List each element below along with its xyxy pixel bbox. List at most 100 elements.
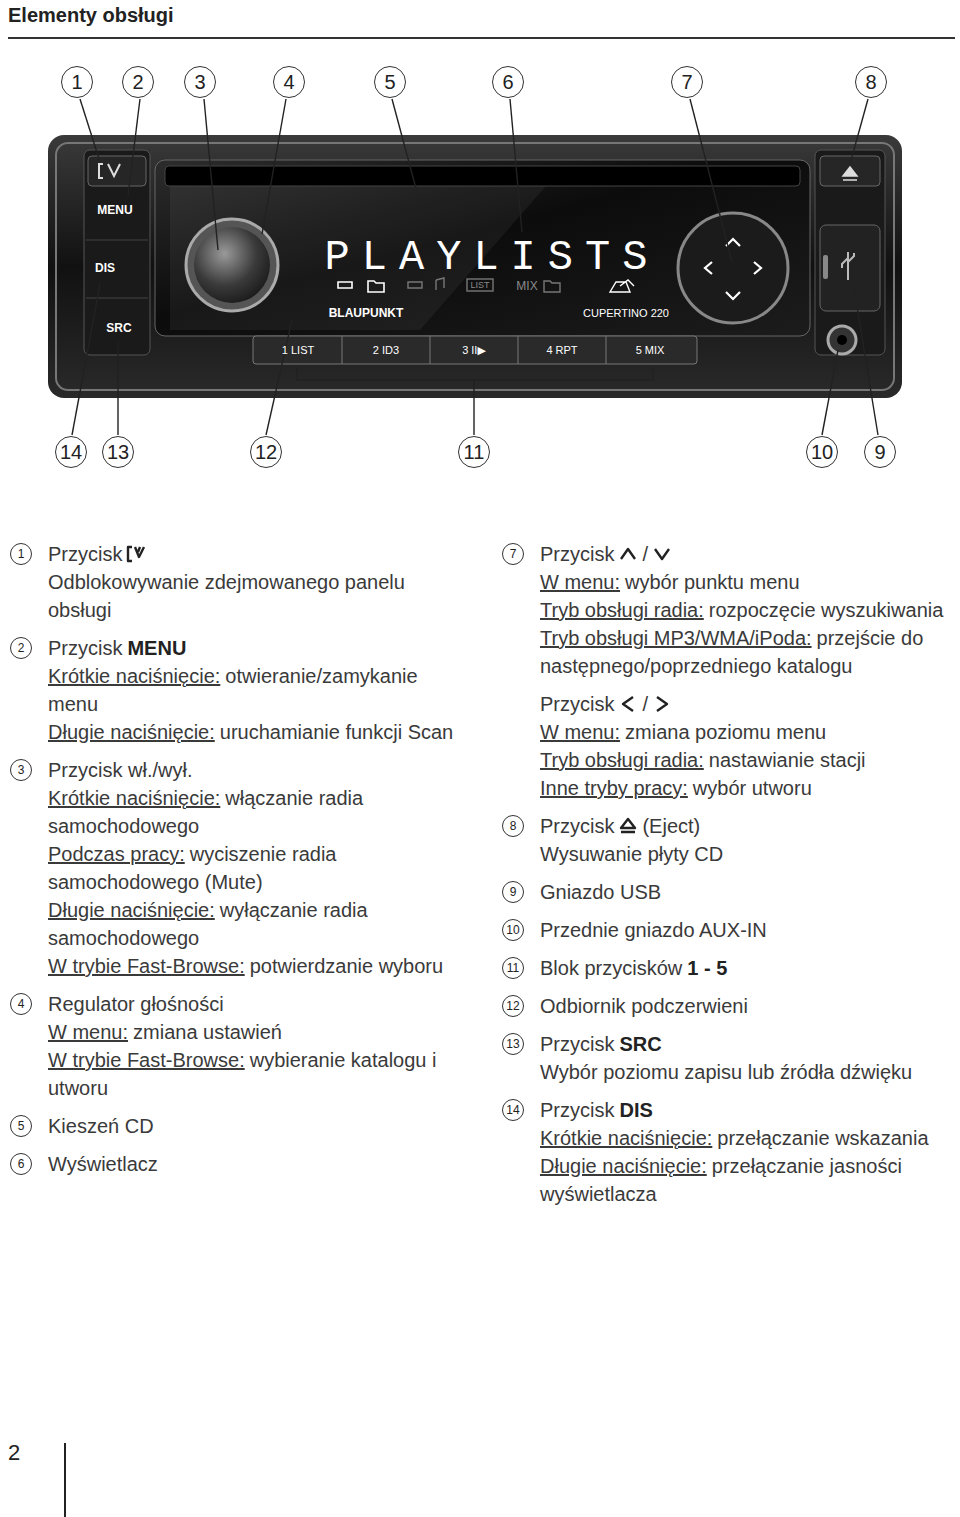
text-line: PrzyciskSRC xyxy=(540,1030,952,1058)
text-line: Podczas pracy:wyciszenie radia samochodo… xyxy=(48,840,460,896)
description-text: Przycisk xyxy=(540,543,614,565)
description-text: Regulator głośności xyxy=(48,993,224,1015)
text-line: Krótkie naciśnięcie:przełączanie wskazan… xyxy=(540,1124,952,1152)
description-text: Przycisk xyxy=(540,1033,614,1055)
list-item: 13 PrzyciskSRCWybór poziomu zapisu lub źr… xyxy=(500,1030,952,1086)
callout-number: 4 xyxy=(10,993,32,1015)
right-icon xyxy=(652,694,672,714)
description-text: zmiana ustawień xyxy=(133,1021,282,1043)
description-text: wybór punktu menu xyxy=(625,571,800,593)
list-item: 11 Blok przycisków1 - 5 xyxy=(500,954,952,982)
text-line: Wyświetlacz xyxy=(48,1150,460,1178)
mode-label: Tryb obsługi MP3/WMA/iPoda: xyxy=(540,627,812,649)
button-name: MENU xyxy=(127,637,186,659)
callout-number: 2 xyxy=(122,66,154,98)
text-line: Odbiornik podczerwieni xyxy=(540,992,952,1020)
list-item: 6Wyświetlacz xyxy=(8,1150,460,1178)
list-item: 7Przycisk/W menu:wybór punktu menuTryb o… xyxy=(500,540,952,680)
display-text: PLAYLISTS xyxy=(325,234,660,282)
description-text: Przycisk xyxy=(540,815,614,837)
callout-number: 13 xyxy=(502,1033,524,1055)
text-line: Blok przycisków1 - 5 xyxy=(540,954,952,982)
list-column: 7Przycisk/W menu:wybór punktu menuTryb o… xyxy=(500,540,952,1218)
callout-number: 7 xyxy=(502,543,524,565)
text-line: Tryb obsługi MP3/WMA/iPoda:przejście do … xyxy=(540,624,952,680)
callout-number: 10 xyxy=(806,436,838,468)
description-text: Odblokowywanie zdejmowanego panelu obsłu… xyxy=(48,571,405,621)
description-text: / xyxy=(642,693,648,715)
description-text: Przycisk xyxy=(540,693,614,715)
mode-label: W menu: xyxy=(48,1021,128,1043)
callout-number: 11 xyxy=(458,436,490,468)
preset-button-label: 4 RPT xyxy=(546,344,577,356)
text-line: W menu:wybór punktu menu xyxy=(540,568,952,596)
list-item: 2PrzyciskMENUKrótkie naciśnięcie:otwiera… xyxy=(8,634,460,746)
mode-label: Długie naciśnięcie: xyxy=(48,899,215,921)
list-item: 10 Przednie gniazdo AUX-IN xyxy=(500,916,952,944)
description-text: Przycisk xyxy=(540,1099,614,1121)
text-line: Długie naciśnięcie:wyłączanie radia samo… xyxy=(48,896,460,952)
callout-number: 12 xyxy=(502,995,524,1017)
description-text: Gniazdo USB xyxy=(540,881,661,903)
left-icon xyxy=(618,694,638,714)
callout-number: 4 xyxy=(273,66,305,98)
callout-number: 10 xyxy=(502,919,524,941)
text-line: PrzyciskMENU xyxy=(48,634,460,662)
description-text: wybór utworu xyxy=(693,777,812,799)
text-line: Przycisk xyxy=(48,540,460,568)
text-line: Przycisk / xyxy=(540,690,952,718)
unlock-icon xyxy=(126,544,146,564)
text-line: Przednie gniazdo AUX-IN xyxy=(540,916,952,944)
display-icon-text: MIX xyxy=(516,279,537,293)
callout-number: 9 xyxy=(864,436,896,468)
model-label: CUPERTINO 220 xyxy=(583,307,669,319)
page-title: Elementy obsługi xyxy=(8,4,174,27)
text-line: Wybór poziomu zapisu lub źródła dźwięku xyxy=(540,1058,952,1086)
callout-number: 5 xyxy=(374,66,406,98)
preset-button-label: 2 ID3 xyxy=(373,344,399,356)
mode-label: W trybie Fast-Browse: xyxy=(48,955,245,977)
eject-icon xyxy=(618,816,638,836)
text-line: Tryb obsługi radia:nastawianie stacji xyxy=(540,746,952,774)
text-line: Długie naciśnięcie:uruchamianie funkcji … xyxy=(48,718,460,746)
description-text: Wyświetlacz xyxy=(48,1153,158,1175)
callout-number: 1 xyxy=(10,543,32,565)
text-line: W menu:zmiana poziomu menu xyxy=(540,718,952,746)
list-item: 14PrzyciskDISKrótkie naciśnięcie:przełąc… xyxy=(500,1096,952,1208)
description-text: Przednie gniazdo AUX-IN xyxy=(540,919,767,941)
preset-button-label: 1 LIST xyxy=(282,344,314,356)
preset-button-label: 3 II▶ xyxy=(462,344,486,357)
list-item: 5Kieszeń CD xyxy=(8,1112,460,1140)
brand-label: BLAUPUNKT xyxy=(329,306,404,320)
mode-label: Krótkie naciśnięcie: xyxy=(48,665,220,687)
mode-label: Tryb obsługi radia: xyxy=(540,749,704,771)
callout-number: 7 xyxy=(671,66,703,98)
list-item: 8Przycisk(Eject)Wysuwanie płyty CD xyxy=(500,812,952,868)
mode-label: W menu: xyxy=(540,571,620,593)
description-text: Przycisk wł./wył. xyxy=(48,759,192,781)
preset-button-label: 5 MIX xyxy=(636,344,665,356)
text-line: Odblokowywanie zdejmowanego panelu obsłu… xyxy=(48,568,460,624)
description-text: Blok przycisków xyxy=(540,957,682,979)
mode-label: Długie naciśnięcie: xyxy=(48,721,215,743)
callout-number: 3 xyxy=(10,759,32,781)
text-line: W menu:zmiana ustawień xyxy=(48,1018,460,1046)
description-text: (Eject) xyxy=(642,815,700,837)
text-line: Krótkie naciśnięcie:włączanie radia samo… xyxy=(48,784,460,840)
mode-label: Inne tryby pracy: xyxy=(540,777,688,799)
list-item: Przycisk/W menu:zmiana poziomu menuTryb … xyxy=(500,690,952,802)
down-icon xyxy=(652,544,672,564)
list-item: 1 PrzyciskOdblokowywanie zdejmowanego pan… xyxy=(8,540,460,624)
mode-label: W trybie Fast-Browse: xyxy=(48,1049,245,1071)
mode-label: Tryb obsługi radia: xyxy=(540,599,704,621)
text-line: PrzyciskDIS xyxy=(540,1096,952,1124)
callout-number: 11 xyxy=(502,957,524,979)
text-line: Kieszeń CD xyxy=(48,1112,460,1140)
callout-number: 2 xyxy=(10,637,32,659)
description-text: uruchamianie funkcji Scan xyxy=(220,721,453,743)
text-line: Wysuwanie płyty CD xyxy=(540,840,952,868)
description-text: Przycisk xyxy=(48,543,122,565)
button-label: SRC xyxy=(106,321,131,335)
callout-number: 8 xyxy=(855,66,887,98)
callout-number: 13 xyxy=(102,436,134,468)
